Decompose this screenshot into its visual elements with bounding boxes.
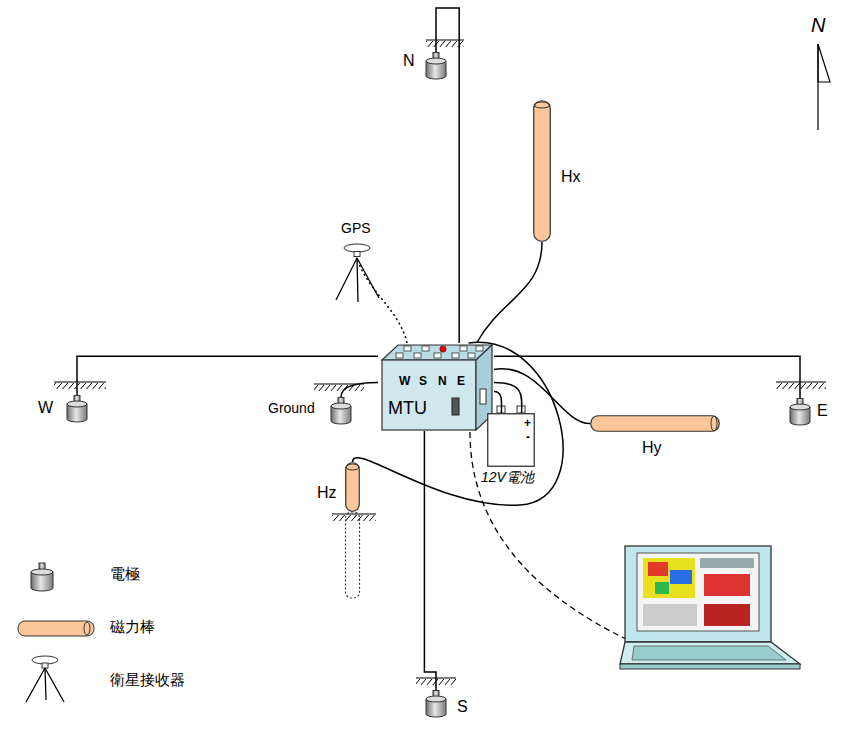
north-arrow bbox=[818, 44, 830, 130]
node-label: S bbox=[457, 698, 468, 716]
electrode: Ground bbox=[330, 397, 352, 425]
magnetometer-rod: Hy bbox=[590, 415, 720, 432]
wire bbox=[424, 431, 436, 690]
wire bbox=[477, 242, 542, 343]
node-label: E bbox=[817, 402, 828, 420]
node-label: Hz bbox=[317, 484, 337, 502]
terminal-label: W bbox=[399, 375, 410, 388]
wire bbox=[357, 257, 407, 343]
tripod bbox=[336, 258, 379, 302]
north-label: N bbox=[811, 14, 825, 36]
ground-hatch bbox=[54, 40, 826, 685]
legend-text: 電極 bbox=[110, 566, 140, 583]
terminal-label: E bbox=[457, 375, 465, 388]
mtu-unit: MTU bbox=[378, 343, 494, 431]
node-label: Ground bbox=[268, 401, 315, 416]
terminal-label: + bbox=[524, 417, 531, 430]
wire bbox=[77, 356, 378, 395]
wire bbox=[341, 383, 378, 397]
electrode: W bbox=[66, 395, 88, 423]
electrode: N bbox=[425, 52, 447, 80]
wire bbox=[494, 383, 522, 413]
node-label: GPS bbox=[341, 221, 371, 236]
wire bbox=[494, 391, 502, 413]
buried-rod bbox=[346, 512, 360, 598]
node-label: Hx bbox=[561, 168, 581, 186]
magnetometer-rod: Hz bbox=[345, 462, 360, 512]
magnetometer-rod: Hx bbox=[533, 100, 551, 242]
electrode: E bbox=[789, 398, 811, 426]
node-label: 12V電池 bbox=[481, 470, 534, 485]
node-label: N bbox=[403, 52, 415, 70]
terminal-label: - bbox=[526, 431, 530, 444]
wire bbox=[353, 342, 563, 505]
terminal-label: S bbox=[419, 375, 427, 388]
electrode: S bbox=[425, 690, 447, 718]
terminal-label: N bbox=[438, 375, 447, 388]
node-label: MTU bbox=[388, 399, 427, 419]
legend-text: 衛星接收器 bbox=[110, 672, 185, 689]
node-label: Hy bbox=[642, 439, 662, 457]
gps-receiver: GPS bbox=[343, 243, 371, 257]
legend-icon bbox=[18, 563, 94, 702]
node-label: W bbox=[38, 399, 53, 417]
legend-text: 磁力棒 bbox=[110, 619, 155, 636]
laptop bbox=[620, 546, 800, 669]
